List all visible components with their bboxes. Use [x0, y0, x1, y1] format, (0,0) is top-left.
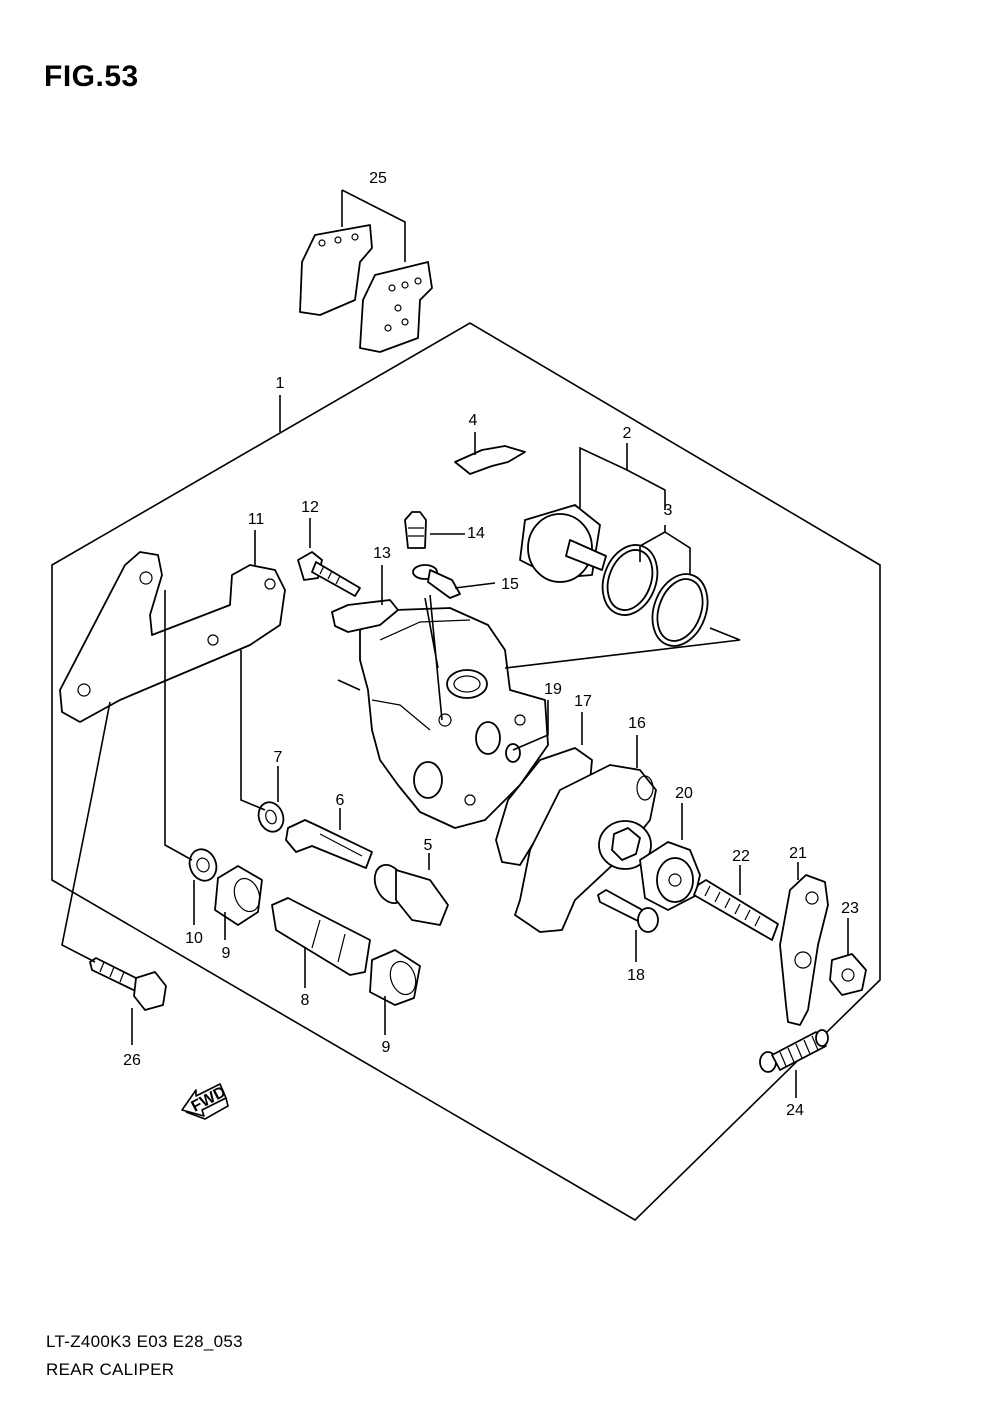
callout-24: 24 — [786, 1102, 804, 1119]
bolt-12 — [297, 551, 361, 597]
callout-20: 20 — [675, 785, 693, 802]
return-spring — [759, 1029, 829, 1073]
adjusting-screw — [693, 879, 779, 941]
callout-10: 10 — [185, 930, 203, 947]
callout-26: 26 — [123, 1052, 141, 1069]
callout-1: 1 — [276, 375, 285, 392]
piston — [519, 504, 607, 583]
brake-pads — [299, 224, 433, 353]
leader-lines — [61, 189, 849, 1098]
parking-brake-housing — [514, 764, 657, 933]
callout-12: 12 — [301, 499, 319, 516]
boot-9a — [214, 865, 263, 926]
bracket-hole — [139, 571, 153, 585]
guide-pin-6 — [285, 819, 373, 869]
adjuster — [639, 841, 701, 911]
callout-16: 16 — [628, 715, 646, 732]
piston-seals — [601, 544, 709, 647]
callout-4: 4 — [469, 412, 478, 429]
callout-14: 14 — [467, 525, 485, 542]
fwd-arrow-icon: FWD — [181, 1083, 229, 1120]
assembly-outline — [51, 322, 881, 1221]
bracket-hole — [264, 578, 276, 590]
caliper-bracket — [59, 551, 286, 723]
bracket-hole — [77, 683, 91, 697]
fwd-label: FWD — [189, 1084, 229, 1116]
bleeder-cap — [412, 564, 461, 599]
bleeder-valve — [404, 511, 427, 549]
callout-13: 13 — [373, 545, 391, 562]
callout-8: 8 — [301, 992, 310, 1009]
callout-22: 22 — [732, 848, 750, 865]
figure-title: FIG.53 — [44, 60, 139, 93]
callout-17: 17 — [574, 693, 592, 710]
callout-19: 19 — [544, 681, 562, 698]
bracket-hole — [207, 634, 219, 646]
callout-23: 23 — [841, 900, 859, 917]
nut-23 — [829, 953, 867, 996]
model-code: LT-Z400K3 E03 E28_053 — [46, 1332, 243, 1351]
callout-5: 5 — [424, 837, 433, 854]
guide-pin-5 — [373, 864, 449, 926]
page-name: REAR CALIPER — [46, 1360, 175, 1379]
callout-21: 21 — [789, 845, 807, 862]
lock-washer — [331, 599, 399, 633]
o-ring — [505, 743, 521, 763]
boot-9b — [369, 949, 421, 1006]
guide-pin-8 — [271, 897, 371, 976]
callout-3: 3 — [664, 502, 673, 519]
bolt-18 — [597, 889, 659, 933]
pad-spring — [454, 445, 526, 475]
callout-6: 6 — [336, 792, 345, 809]
callout-7: 7 — [274, 749, 283, 766]
washer-10 — [188, 848, 218, 882]
callout-9a: 9 — [222, 945, 231, 962]
callout-18: 18 — [627, 967, 645, 984]
caliper-body — [359, 607, 549, 829]
parking-lever — [779, 874, 829, 1026]
callout-2: 2 — [623, 425, 632, 442]
callout-25: 25 — [369, 170, 387, 187]
callout-15: 15 — [501, 576, 519, 593]
bolt-26 — [89, 957, 167, 1011]
callout-11: 11 — [248, 511, 265, 528]
washer-7 — [257, 801, 285, 833]
callout-9b: 9 — [382, 1039, 391, 1056]
